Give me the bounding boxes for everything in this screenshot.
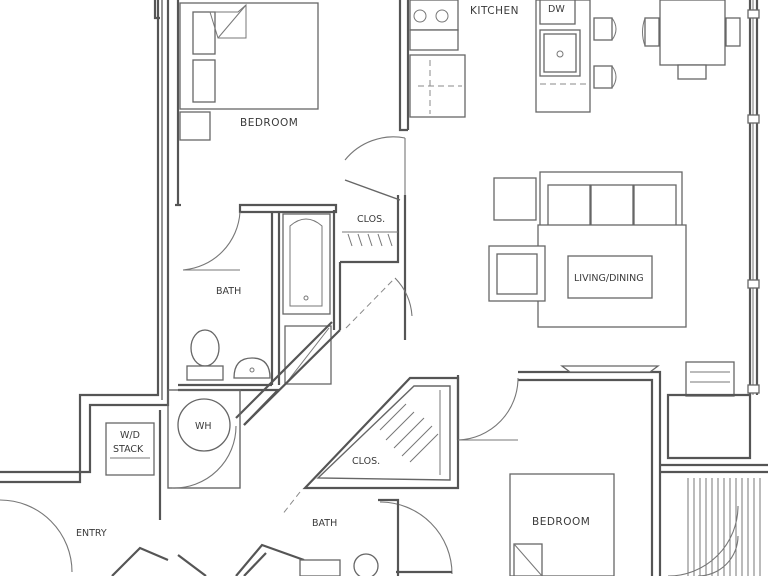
closet-bottom-label: CLOS.	[352, 456, 380, 467]
wd-label-1: W/D	[120, 430, 140, 441]
window-marks	[747, 9, 760, 394]
entry-label: ENTRY	[76, 528, 107, 539]
chair	[644, 17, 660, 47]
washer-dryer	[105, 422, 155, 476]
coffee-table	[567, 255, 653, 299]
closet-top: CLOS.	[332, 179, 413, 340]
bath-left: BATH	[178, 203, 338, 387]
toilet	[353, 553, 379, 576]
kitchen-label: KITCHEN	[470, 5, 519, 17]
bedroom-top-label: BEDROOM	[240, 117, 298, 129]
door-arc	[344, 136, 406, 161]
nightstand	[179, 111, 211, 141]
closet-bottom: CLOS.	[281, 376, 460, 516]
utility: WH W/D STACK	[105, 389, 241, 520]
side-table	[493, 177, 537, 221]
exterior-walls	[0, 0, 759, 484]
balcony	[660, 361, 768, 576]
chair	[677, 64, 707, 80]
dw-label: DW	[548, 4, 565, 15]
stool	[593, 17, 613, 41]
closet-top-label: CLOS.	[357, 214, 385, 225]
chair	[725, 17, 741, 47]
living-furniture: LIVING/DINING	[488, 171, 687, 328]
water-heater	[177, 398, 231, 452]
entry: ENTRY BATH	[0, 498, 453, 576]
chair	[685, 361, 735, 397]
dining-set	[642, 0, 741, 80]
bedroom-bottom-label: BEDROOM	[532, 516, 590, 528]
bath-left-label: BATH	[216, 286, 241, 297]
plant-shelf	[560, 365, 660, 373]
bath-bottom-label: BATH	[312, 518, 337, 529]
dining-table	[659, 0, 726, 66]
toilet	[190, 329, 220, 367]
bedroom-top: BEDROOM	[175, 0, 410, 207]
wd-label-2: STACK	[113, 444, 144, 455]
living-label: LIVING/DINING	[574, 273, 644, 284]
range	[409, 0, 459, 31]
stool	[593, 65, 613, 89]
kitchen: KITCHEN DW	[409, 0, 617, 118]
bedroom-bottom: BEDROOM	[456, 365, 662, 576]
wh-label: WH	[195, 421, 212, 432]
